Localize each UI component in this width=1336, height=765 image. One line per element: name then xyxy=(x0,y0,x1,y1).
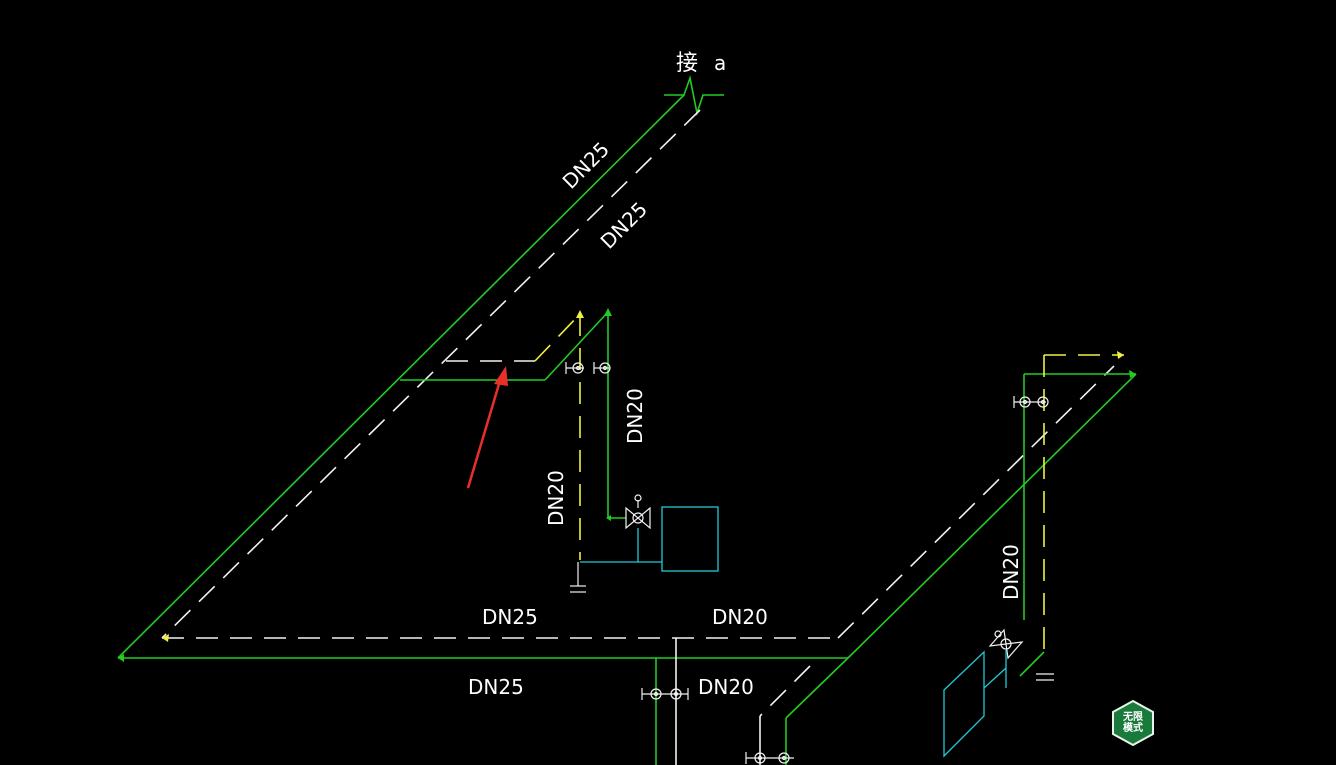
label-bottom-mid-upper: DN25 xyxy=(482,605,538,629)
pipe-branch-supply-diag[interactable] xyxy=(544,311,609,381)
radiator-right-link xyxy=(983,667,1007,689)
label-bottom-right-upper: DN20 xyxy=(712,605,768,629)
valve-riser-left[interactable] xyxy=(565,362,584,374)
label-diag-upper-inner: DN25 xyxy=(596,197,652,253)
arrow-left-main xyxy=(118,654,124,662)
label-bottom-right-lower: DN20 xyxy=(698,675,754,699)
arrow-riser xyxy=(606,515,611,521)
annotation-arrow xyxy=(466,366,508,489)
arrow-left-return xyxy=(162,634,169,642)
pipe-right-return-link xyxy=(1019,651,1045,677)
valve-right-upper[interactable] xyxy=(1013,396,1049,408)
label-diag-upper-outer: DN25 xyxy=(558,137,614,193)
radiator-valve[interactable] xyxy=(625,494,651,530)
pipe-right-diagonal-inner[interactable] xyxy=(837,365,1115,639)
arrow-right-return xyxy=(1117,351,1124,359)
valve-bottom-pair[interactable] xyxy=(641,688,689,700)
label-riser-right: DN20 xyxy=(623,388,647,444)
badge-text: 无限 模式 xyxy=(1110,712,1156,734)
pipe-break-symbol xyxy=(664,74,724,117)
label-right-riser: DN20 xyxy=(999,544,1023,600)
label-connect-suffix: a xyxy=(714,51,726,75)
valve-right-radiator[interactable] xyxy=(988,628,1024,660)
badge-line-2: 模式 xyxy=(1123,723,1143,734)
badge-line-1: 无限 xyxy=(1123,712,1143,723)
pipe-branch-return-diag[interactable] xyxy=(534,313,581,362)
badge-hexagon-icon xyxy=(1112,700,1154,746)
infinite-mode-badge[interactable]: 无限 模式 xyxy=(1110,700,1156,746)
radiator-box-right[interactable] xyxy=(943,650,985,758)
radiator-box[interactable] xyxy=(661,506,719,572)
pipe-diagonal-inner[interactable] xyxy=(161,109,701,639)
arrow-right-supply xyxy=(1129,370,1136,378)
valve-bottom-right-pair[interactable] xyxy=(745,752,794,764)
pipe-bottom-right-diag[interactable] xyxy=(785,657,849,719)
pipe-diagonal-outer[interactable] xyxy=(117,94,685,659)
pipe-bottom-right-diag-return[interactable] xyxy=(759,665,811,717)
pipe-right-diagonal-outer[interactable] xyxy=(847,373,1137,659)
label-bottom-mid-lower: DN25 xyxy=(468,675,524,699)
label-riser-left: DN20 xyxy=(544,470,568,526)
valve-riser-right[interactable] xyxy=(593,362,611,374)
label-connect: 接 xyxy=(676,51,698,76)
